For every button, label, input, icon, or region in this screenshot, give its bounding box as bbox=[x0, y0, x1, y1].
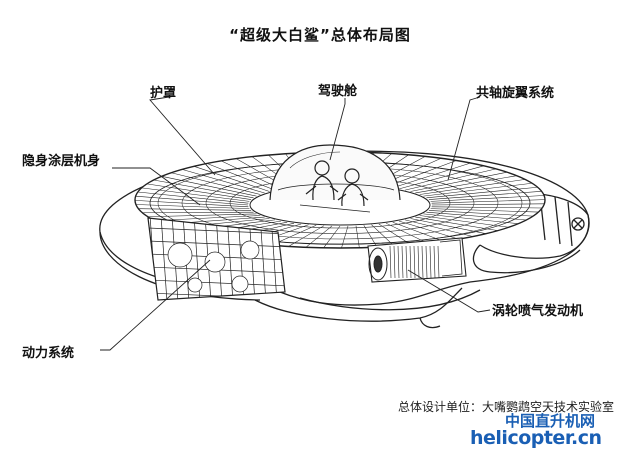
turbojet-cutaway bbox=[367, 237, 467, 283]
rotor-blade-line bbox=[171, 172, 261, 195]
rotor-blade-line bbox=[221, 160, 281, 190]
rotor-blade-line bbox=[161, 176, 257, 197]
machinery-gear bbox=[231, 275, 249, 293]
rotor-blade-line bbox=[419, 179, 526, 195]
power-system-label: 动力系统 bbox=[22, 346, 75, 361]
turbine-blade bbox=[433, 245, 436, 279]
rotor-blade-line bbox=[385, 222, 429, 244]
watermark-cn: 中国直升机网 bbox=[505, 412, 596, 430]
rotor-blade-line bbox=[426, 186, 538, 199]
rotor-blade-line bbox=[392, 162, 471, 189]
rotor-blade-line bbox=[385, 160, 457, 188]
rotor-blade-line bbox=[428, 191, 542, 200]
rotor-blade-line bbox=[371, 224, 395, 247]
rotor-blade-line bbox=[137, 191, 249, 204]
turbojet-label: 涡轮喷气发动机 bbox=[492, 304, 584, 319]
turbine-blade bbox=[421, 245, 424, 279]
rotor-blade-line bbox=[404, 168, 497, 191]
rotor-blade-line bbox=[430, 208, 539, 213]
turbine-blade bbox=[425, 245, 428, 279]
rotor-blade-line bbox=[423, 182, 533, 197]
turbine-blade bbox=[405, 245, 408, 279]
turbine-blade bbox=[389, 245, 392, 279]
watermark-url: helicopter.cn bbox=[470, 427, 602, 449]
machinery-gear bbox=[204, 251, 226, 273]
rotor-blade-line bbox=[193, 166, 270, 192]
rotor-blade-line bbox=[146, 183, 252, 200]
cockpit-dome bbox=[269, 144, 401, 213]
rotor-blade-line bbox=[426, 211, 527, 221]
machinery-strut bbox=[148, 227, 285, 235]
machinery-strut bbox=[226, 218, 234, 300]
coaxial-rotor-label: 共轴旋翼系统 bbox=[476, 86, 555, 101]
rotor-blade-line bbox=[423, 213, 519, 224]
rotor-blade-line bbox=[410, 171, 508, 192]
leader-lines bbox=[100, 95, 491, 351]
machinery-gear bbox=[187, 277, 203, 293]
rotor-blade-line bbox=[181, 169, 265, 194]
machinery-gear bbox=[240, 240, 260, 260]
machinery-gear bbox=[167, 242, 193, 268]
rotor-blade-line bbox=[206, 163, 276, 191]
machinery-strut bbox=[148, 279, 285, 287]
turbine-blade bbox=[397, 245, 400, 279]
rotor-blade-line bbox=[415, 175, 517, 194]
rotor-blade-line bbox=[431, 206, 543, 209]
turbine-blade bbox=[393, 245, 396, 279]
cockpit-label: 驾驶舱 bbox=[318, 84, 358, 99]
turbine-blade bbox=[401, 245, 404, 279]
rotor-blade-line bbox=[147, 213, 257, 218]
design-credit: 总体设计单位：大嘴鹦鹉空天技术实验室 bbox=[398, 400, 615, 414]
rotor-blade-line bbox=[399, 165, 484, 190]
rotor-blade-line bbox=[378, 223, 412, 246]
stealth-body-label: 隐身涂层机身 bbox=[22, 154, 101, 169]
rotor-blade-line bbox=[288, 225, 325, 247]
canopy-label: 护罩 bbox=[150, 86, 177, 101]
turbine-blade bbox=[437, 245, 440, 279]
page-title: “超级大白鲨”总体布局图 bbox=[229, 26, 411, 44]
power-system-cutaway bbox=[147, 217, 286, 301]
rotor-blade-line bbox=[138, 208, 252, 211]
turbine-blade bbox=[417, 245, 420, 279]
rotor-blade-line bbox=[142, 211, 254, 214]
rotor-blade-line bbox=[135, 195, 249, 206]
rotor-blade-line bbox=[431, 199, 545, 204]
rotor-blade-line bbox=[428, 210, 534, 217]
machinery-strut bbox=[148, 240, 285, 248]
rotor-blade-line bbox=[135, 204, 250, 209]
rotor-blade-line bbox=[431, 203, 545, 206]
turbine-blade bbox=[429, 245, 432, 279]
turbine-blade bbox=[409, 245, 412, 279]
machinery-strut bbox=[160, 218, 168, 300]
rotor-blade-line bbox=[135, 200, 249, 208]
rotor-blade-line bbox=[154, 215, 261, 221]
turbine-blade bbox=[413, 245, 416, 279]
